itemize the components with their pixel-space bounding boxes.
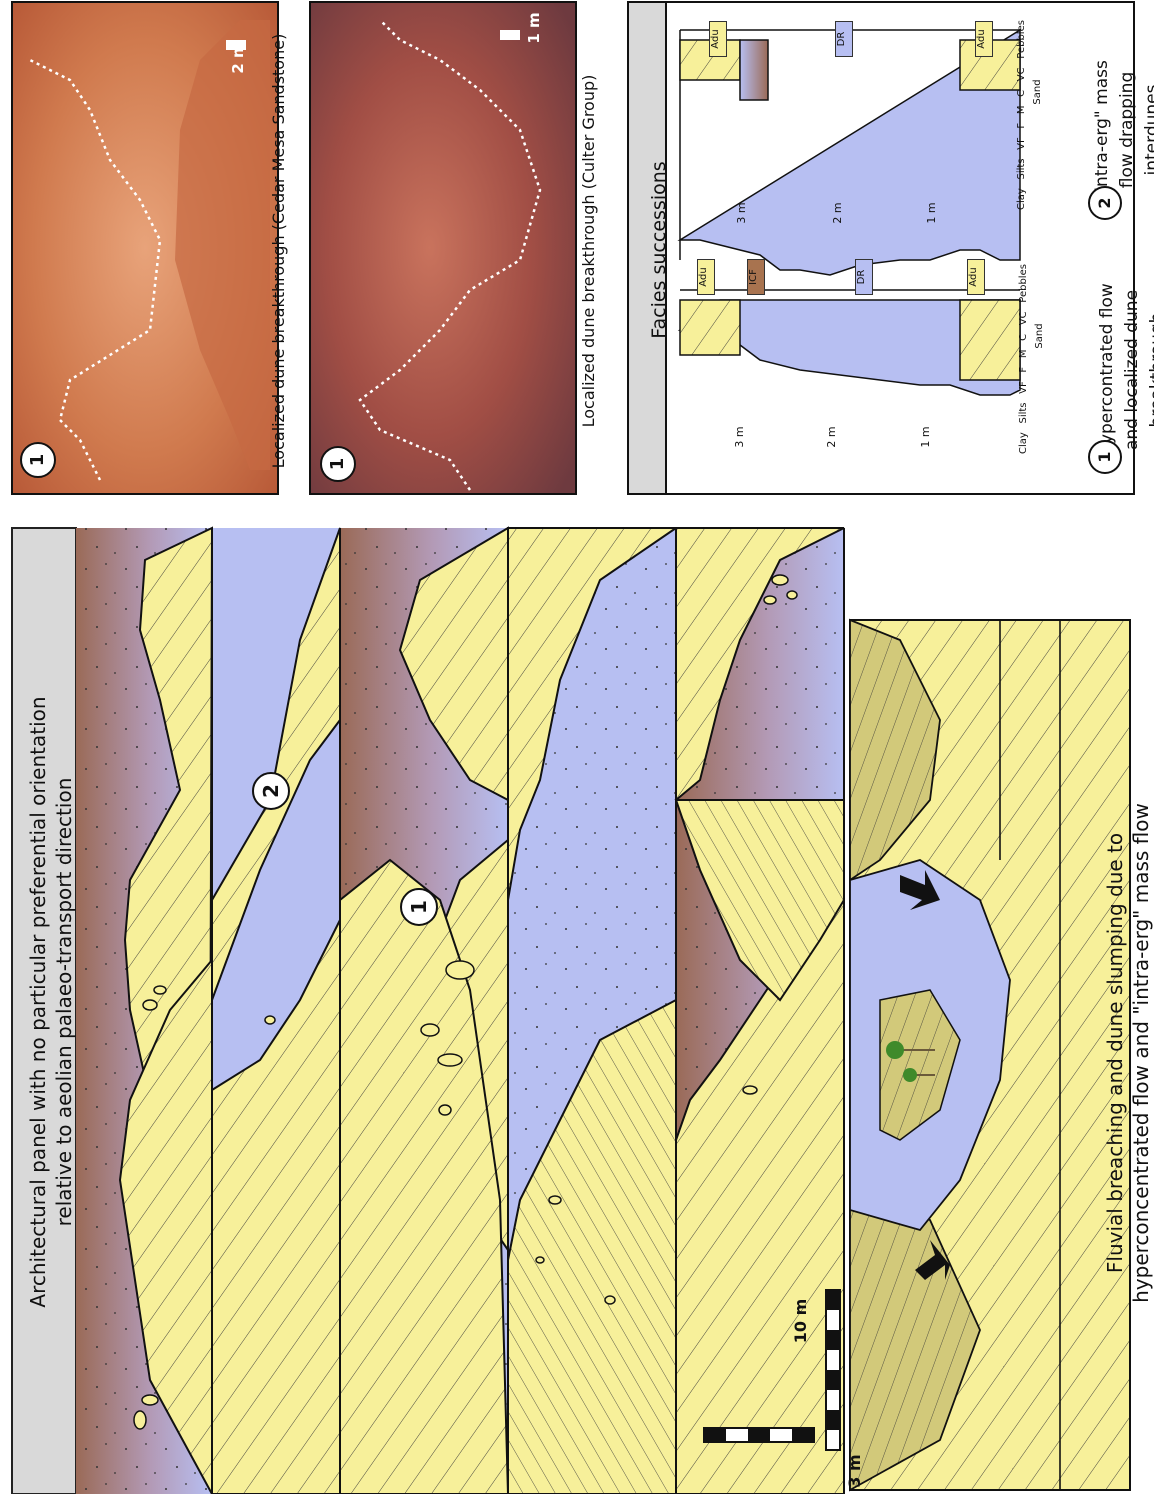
block-diagram: [850, 620, 1130, 1490]
depth-tick-1m: 1 m: [919, 417, 933, 457]
photo2-marker: 1: [320, 446, 356, 482]
grain-size-axis-1: Clay Silts VF F M C VC Pebbles: [1018, 264, 1032, 454]
sand-label-2: Sand: [1032, 72, 1044, 112]
depth-tick-3m: 3 m: [733, 417, 747, 457]
grain-size-axis-2: Clay Silts VF F M C VC Pebbles: [1016, 20, 1030, 210]
depth2-tick-2m: 2 m: [831, 193, 845, 233]
badge-adu-top: Adu: [697, 259, 715, 295]
scale-label-h: 10 m: [791, 1291, 813, 1351]
badge2-adu-bottom: Adu: [975, 21, 993, 57]
photo-2: [310, 2, 576, 494]
badge-dr: DR: [855, 259, 873, 295]
photo2-scale: 1 m: [525, 3, 545, 53]
panel-title-line1: Architectural panel with no particular p…: [25, 502, 51, 1502]
photo1-scale: 2 m: [229, 33, 249, 83]
facies-log1-marker: 1: [1088, 440, 1122, 474]
depth-tick-2m: 2 m: [825, 417, 839, 457]
panel-title-line2: relative to aeolian palaeo-transport dir…: [51, 502, 77, 1502]
depth2-tick-1m: 1 m: [925, 193, 939, 233]
depth2-tick-3m: 3 m: [735, 193, 749, 233]
scale-label-v: 3 m: [845, 1451, 867, 1491]
panel-title: Architectural panel with no particular p…: [25, 502, 85, 1502]
facies-log2-marker: 2: [1088, 186, 1122, 220]
sand-label-1: Sand: [1034, 316, 1046, 356]
badge2-adu-top: Adu: [709, 21, 727, 57]
facies-title: Facies successions: [648, 150, 672, 350]
photo2-caption: Localized dune breakthrough (Culter Grou…: [579, 61, 601, 441]
panel-marker-1: 1: [400, 888, 438, 926]
panel-marker-2: 2: [252, 772, 290, 810]
photo1-caption: Localized dune breakthrough (Cedar Mesa …: [269, 11, 291, 491]
badge2-dr: DR: [835, 21, 853, 57]
badge-adu-bottom: Adu: [967, 259, 985, 295]
facies-panel: [628, 2, 1134, 494]
badge-icf: ICF: [747, 259, 765, 295]
block-caption: Fluvial breaching and dune slumping due …: [1102, 793, 1154, 1313]
photo1-marker: 1: [20, 442, 56, 478]
